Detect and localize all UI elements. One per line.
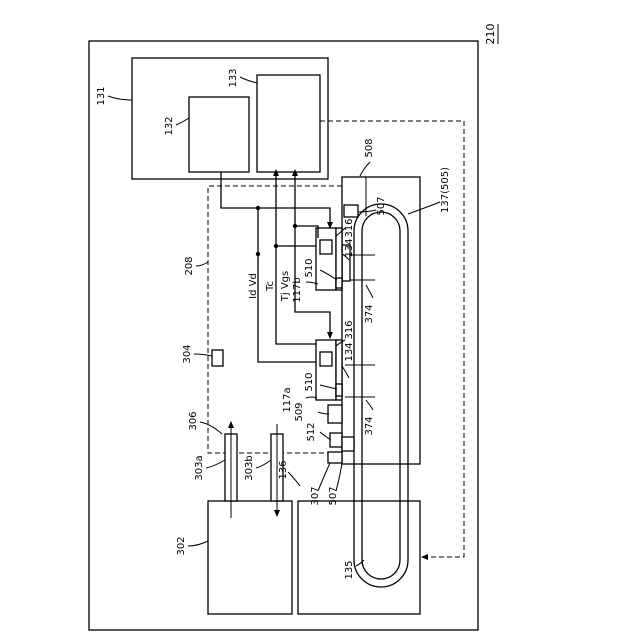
leader-136 [288, 472, 300, 486]
wire-133-upper [276, 172, 316, 246]
junction-2 [274, 244, 278, 248]
label-304: 304 [182, 344, 193, 363]
label-117a: 117a [282, 387, 293, 412]
leader-117a [306, 397, 317, 398]
component-512 [330, 433, 342, 447]
label-374-upper: 374 [364, 304, 375, 323]
leader-508 [360, 162, 370, 176]
label-302: 302 [176, 536, 187, 555]
leader-306 [200, 422, 222, 434]
label-507-upper: 507 [376, 196, 387, 215]
leader-208 [196, 262, 208, 266]
label-307: 307 [310, 486, 321, 505]
junction-4 [256, 252, 260, 256]
block-132 [189, 97, 249, 172]
label-510-upper: 510 [304, 258, 315, 277]
component-509 [328, 405, 342, 423]
junction-3 [293, 224, 297, 228]
label-306: 306 [188, 411, 199, 430]
leader-303b [256, 460, 271, 468]
label-131: 131 [96, 86, 107, 105]
label-510-lower: 510 [304, 372, 315, 391]
arrow-lower-device [327, 332, 333, 339]
label-133: 133 [228, 68, 239, 87]
label-137-505: 137(505) [440, 167, 451, 213]
label-132: 132 [164, 116, 175, 135]
component-512b [342, 437, 354, 451]
chip-upper [320, 240, 332, 254]
block-133 [257, 75, 320, 172]
dashed-feedback-arrow [421, 554, 428, 560]
component-307 [328, 452, 342, 463]
signal-label-id-vd: Id Vd [248, 273, 259, 299]
device-316-upper [316, 228, 336, 290]
label-136: 136 [278, 460, 289, 479]
label-316-upper: 316 [344, 218, 355, 237]
svg-text:210: 210 [484, 24, 497, 45]
signal-label-tj-vgs: Tj Vgs [280, 271, 291, 302]
label-507-lower: 507 [328, 486, 339, 505]
leader-131 [108, 96, 132, 100]
label-374-lower: 374 [364, 416, 375, 435]
label-134-lower: 134 [344, 342, 355, 361]
component-304 [212, 350, 223, 366]
box-302 [208, 501, 292, 614]
component-508 [344, 205, 358, 217]
label-512: 512 [306, 422, 317, 441]
leader-303a [206, 460, 225, 468]
figure-number: 210 [484, 24, 498, 45]
chip-lower [320, 352, 332, 366]
box-136 [298, 501, 420, 614]
label-316-lower: 316 [344, 320, 355, 339]
label-117b: 117b [292, 277, 303, 302]
leader-302 [188, 541, 208, 546]
signal-label-tc: Tc [265, 281, 276, 292]
leader-304 [194, 354, 212, 356]
sensor-510-lower [336, 384, 342, 396]
pipe-303a-arrow [228, 421, 234, 428]
label-208: 208 [184, 256, 195, 275]
junction-1 [256, 206, 260, 210]
label-303a: 303a [194, 455, 205, 480]
wire-133-right [295, 172, 318, 238]
device-316-lower [316, 340, 336, 400]
label-134-upper: 134 [344, 238, 355, 257]
label-135: 135 [344, 560, 355, 579]
label-303b: 303b [244, 455, 255, 480]
label-508: 508 [364, 138, 375, 157]
label-509: 509 [294, 402, 305, 421]
